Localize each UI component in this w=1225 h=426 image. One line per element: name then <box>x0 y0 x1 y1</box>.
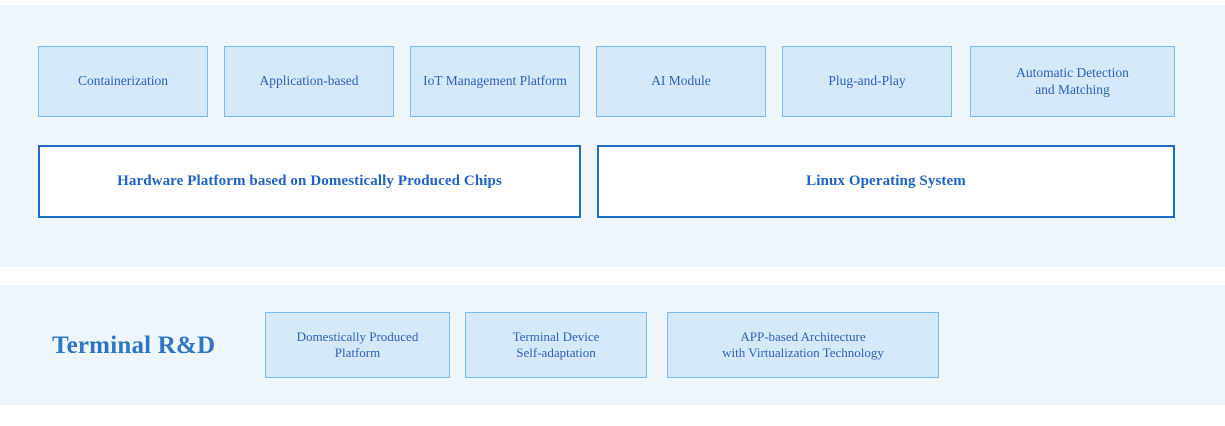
platform-label: Linux Operating System <box>806 173 966 190</box>
section-title-terminal-rd: Terminal R&D <box>52 332 216 359</box>
capability-box-plug-and-play[interactable]: Plug-and-Play <box>782 46 952 117</box>
capability-box-containerization[interactable]: Containerization <box>38 46 208 117</box>
capability-label: AI Module <box>651 73 711 89</box>
capability-box-application-based[interactable]: Application-based <box>224 46 394 117</box>
capability-label: IoT Management Platform <box>423 73 567 89</box>
capability-box-ai-module[interactable]: AI Module <box>596 46 766 117</box>
capability-label: Plug-and-Play <box>828 73 906 89</box>
capability-label: Application-based <box>259 73 359 89</box>
platform-label: Hardware Platform based on Domestically … <box>117 173 502 190</box>
platform-box-hardware-platform[interactable]: Hardware Platform based on Domestically … <box>38 145 581 218</box>
capability-label: Containerization <box>78 73 168 89</box>
capability-box-iot-management-platform[interactable]: IoT Management Platform <box>410 46 580 117</box>
upper-band-background <box>0 5 1225 267</box>
platform-box-linux-operating-system[interactable]: Linux Operating System <box>597 145 1175 218</box>
